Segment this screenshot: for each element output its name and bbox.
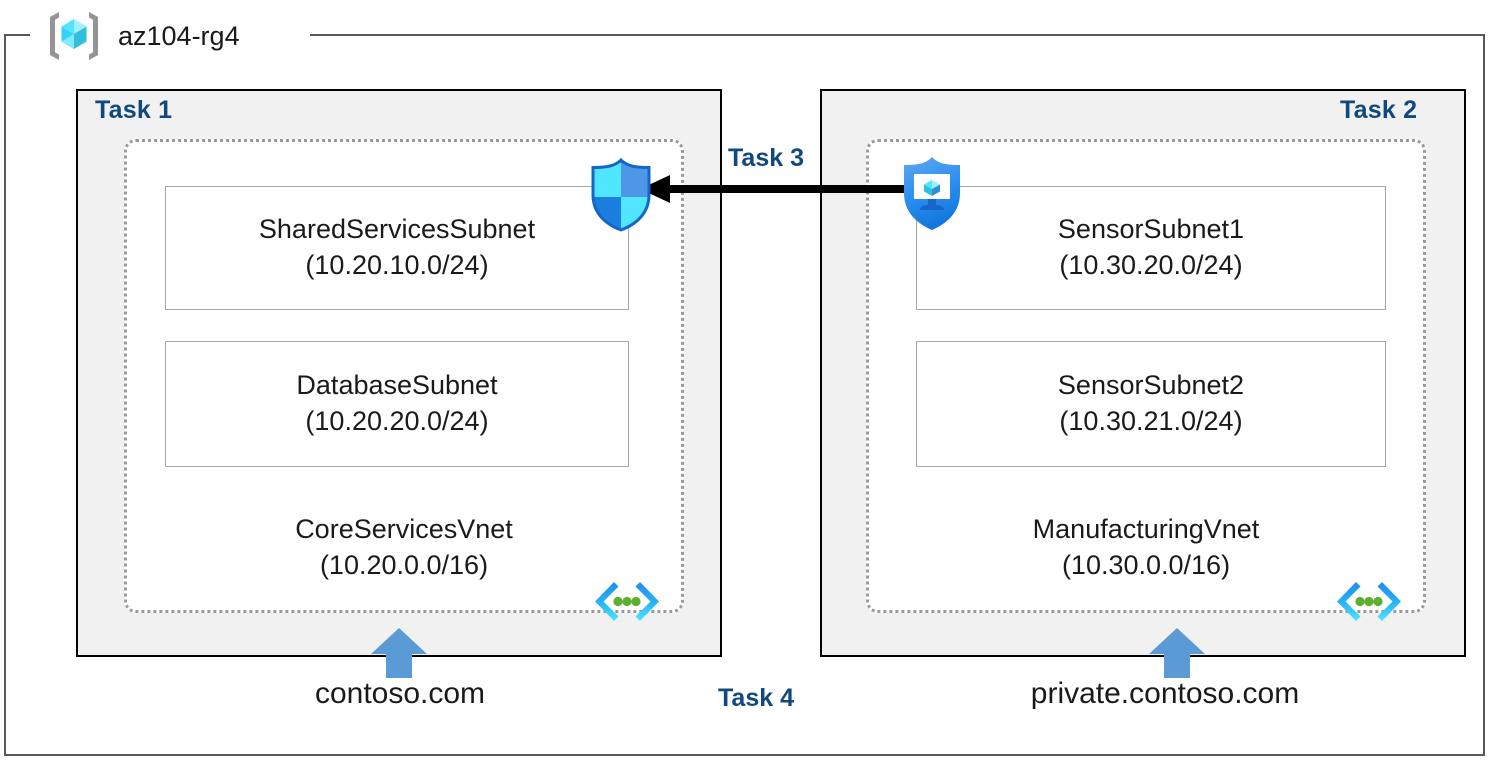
subnet-name: SensorSubnet1 (1057, 214, 1245, 245)
vnet-cidr: (10.20.0.0/16) (319, 549, 489, 580)
subnet-database: DatabaseSubnet (10.20.20.0/24) (165, 341, 629, 467)
subnet-sensor2: SensorSubnet2 (10.30.21.0/24) (916, 341, 1386, 467)
subnet-sensor1: SensorSubnet1 (10.30.20.0/24) (916, 186, 1386, 310)
subnet-shared-services: SharedServicesSubnet (10.20.10.0/24) (165, 186, 629, 310)
subnet-cidr: (10.20.10.0/24) (305, 250, 489, 280)
vnet-name: CoreServicesVnet (295, 514, 513, 544)
vnet-name: ManufacturingVnet (1032, 514, 1260, 544)
dns-zone-contoso: contoso.com (314, 677, 486, 710)
resource-group-cube-icon (44, 8, 104, 64)
dns-link-arrow-up-icon (1149, 628, 1205, 678)
task3-label: Task 3 (722, 144, 810, 173)
vnet-manufacturing-caption: ManufacturingVnet (10.30.0.0/16) (866, 512, 1426, 583)
azure-shield-icon (585, 157, 657, 233)
task4-label: Task 4 (718, 684, 794, 712)
vnet-cidr: (10.30.0.0/16) (1061, 549, 1231, 580)
dns-link-arrow-up-icon (371, 628, 427, 678)
resource-group-frame-gap (30, 26, 310, 44)
subnet-name: SensorSubnet2 (1057, 370, 1245, 401)
subnet-cidr: (10.30.21.0/24) (1059, 406, 1243, 436)
virtual-network-icon (594, 580, 660, 628)
task2-label: Task 2 (1340, 96, 1418, 124)
dns-zone-private-contoso: private.contoso.com (1030, 677, 1300, 710)
resource-group-frame (4, 34, 1485, 756)
peering-arrow-left-icon (640, 172, 908, 206)
subnet-name: DatabaseSubnet (296, 370, 498, 401)
task1-label: Task 1 (95, 96, 173, 124)
subnet-cidr: (10.30.20.0/24) (1059, 250, 1243, 280)
resource-group-name: az104-rg4 (118, 20, 240, 51)
vnet-core-services-caption: CoreServicesVnet (10.20.0.0/16) (124, 512, 684, 583)
resource-group-header: az104-rg4 (44, 8, 240, 64)
vm-shield-icon (896, 153, 968, 233)
subnet-name: SharedServicesSubnet (258, 214, 536, 245)
subnet-cidr: (10.20.20.0/24) (305, 406, 489, 436)
virtual-network-icon (1336, 580, 1402, 628)
